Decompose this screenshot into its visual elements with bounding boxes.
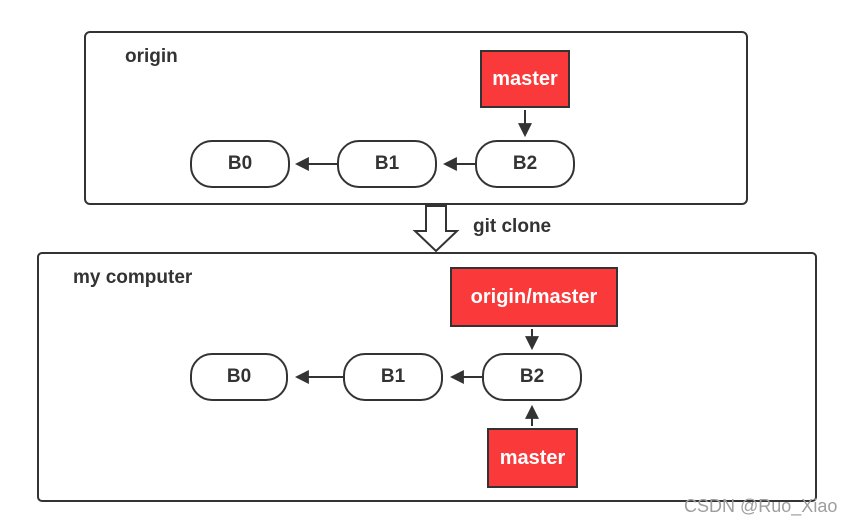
- watermark-text: CSDN @Ruo_Xiao: [684, 496, 838, 516]
- local-origin-master-branch-label: origin/master: [450, 267, 618, 327]
- origin-commit-b1: B1: [337, 140, 437, 188]
- local-commit-b1: B1: [343, 353, 443, 401]
- local-commit-b2: B2: [482, 353, 582, 401]
- origin-panel-title: origin: [125, 46, 178, 67]
- local-commit-b0: B0: [190, 353, 288, 401]
- my-computer-panel-title: my computer: [73, 267, 193, 288]
- origin-master-branch-label: master: [480, 50, 570, 108]
- local-master-branch-label: master: [487, 428, 578, 488]
- git-clone-arrow: [412, 205, 460, 253]
- git-clone-label: git clone: [473, 216, 552, 237]
- origin-commit-b0: B0: [190, 140, 290, 188]
- origin-commit-b2: B2: [475, 140, 575, 188]
